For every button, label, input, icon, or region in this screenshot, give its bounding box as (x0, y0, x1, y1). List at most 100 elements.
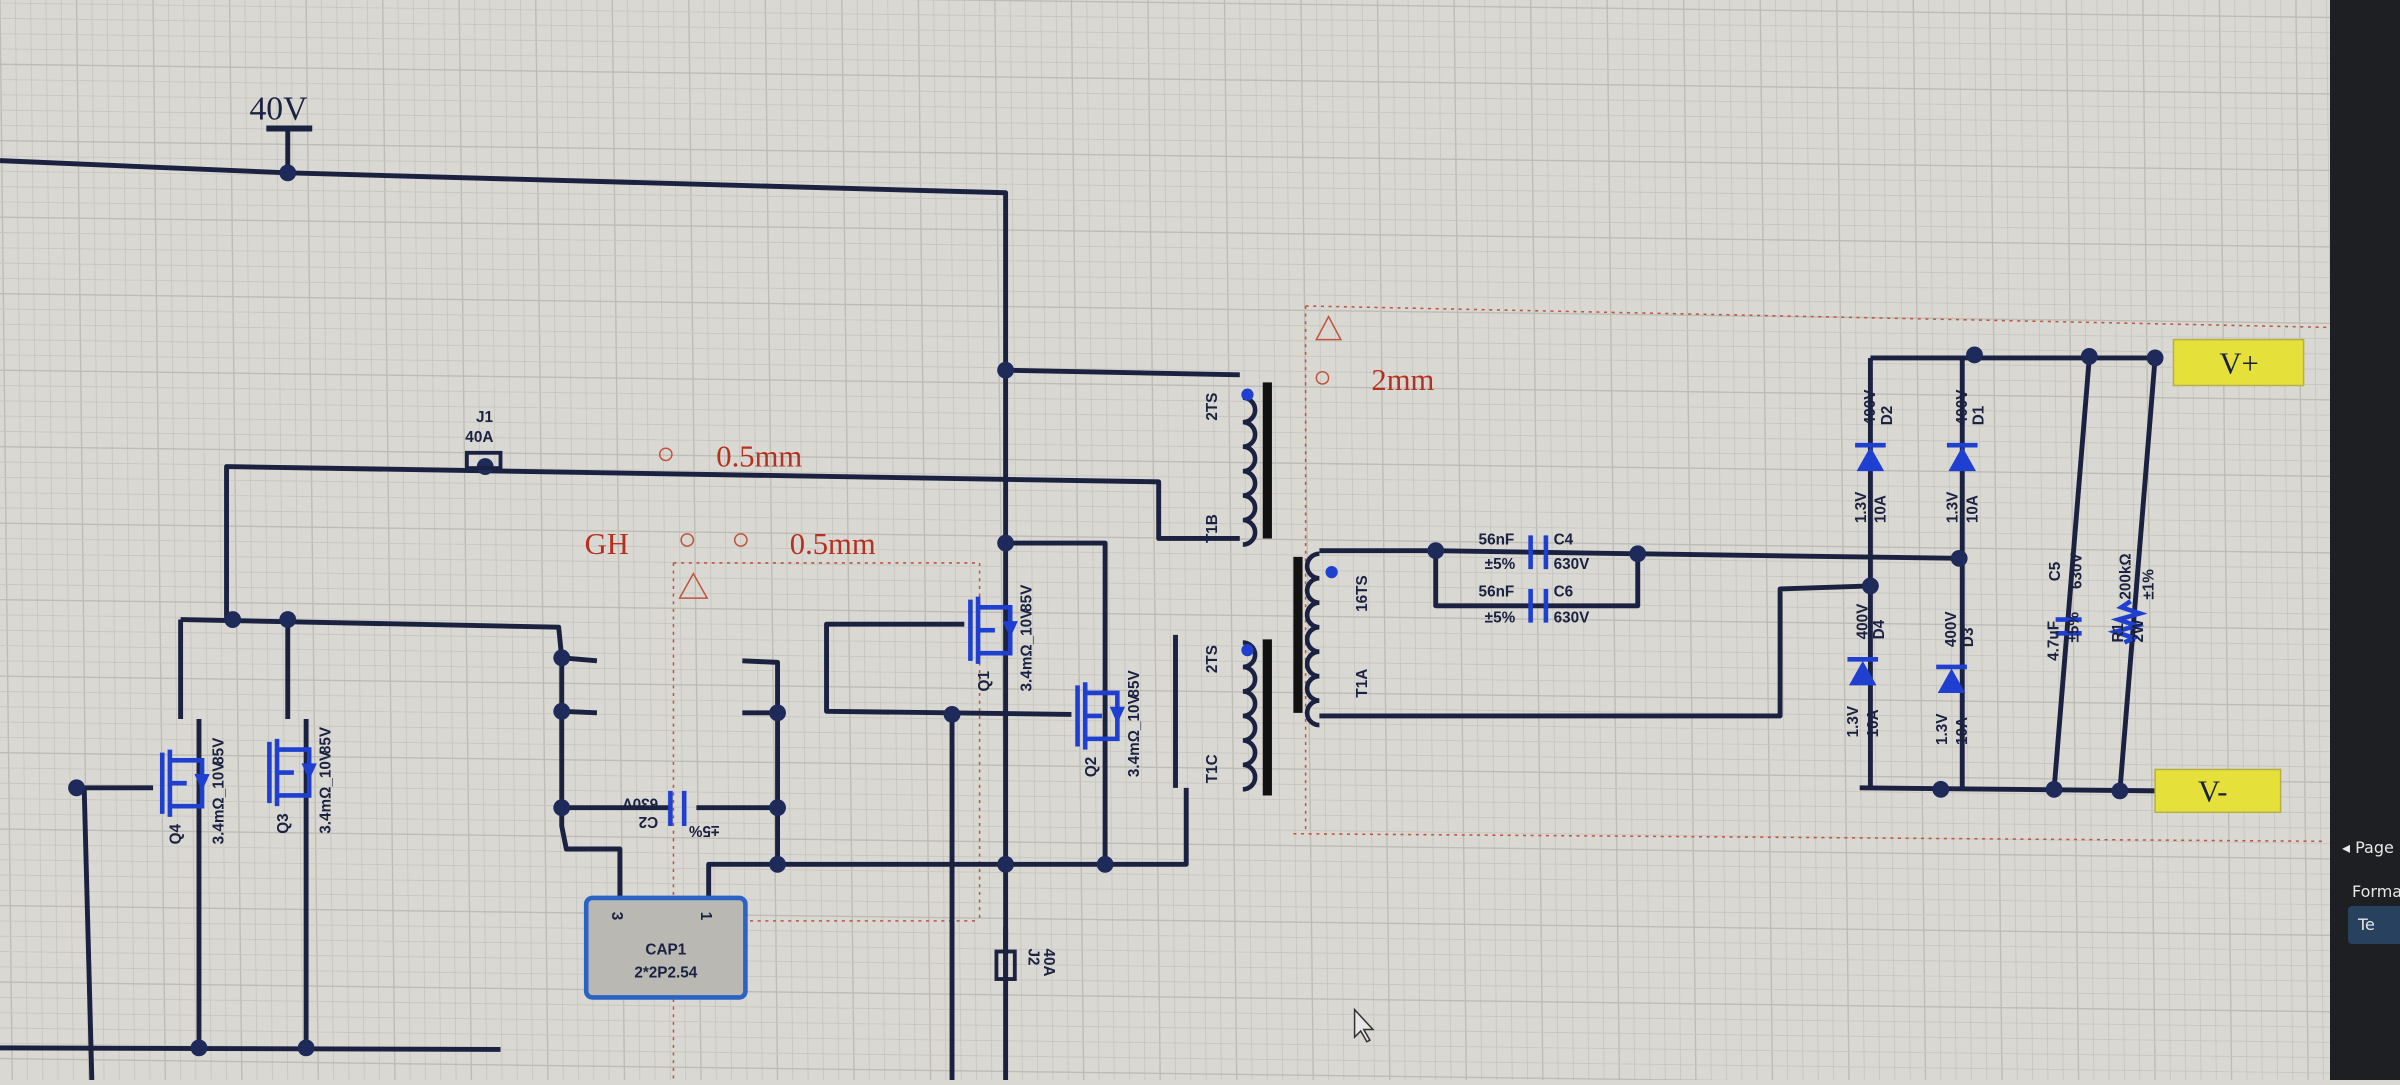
junction-dot (1861, 577, 1879, 595)
grid-line (290, 0, 304, 1081)
wire[interactable] (1859, 355, 2159, 794)
grid-line (0, 140, 2400, 173)
grid-line (0, 782, 2400, 815)
diode-ref: D4 (1871, 619, 1888, 639)
wire[interactable] (0, 1045, 501, 1052)
grid-line (1851, 0, 1865, 1081)
wire[interactable] (224, 464, 1240, 620)
grid-line (275, 0, 289, 1081)
junction-dot (553, 702, 571, 720)
diode-vf: 1.3V (1934, 713, 1951, 745)
junction-dot (769, 704, 786, 722)
grid-line (0, 843, 2400, 876)
junction-dot (1427, 542, 1445, 560)
capacitor-c2[interactable]: 630V ±5% C2 (622, 790, 720, 839)
junction-dot (943, 705, 961, 723)
capacitor-c5[interactable]: 4.7uF ±5% C5 630V (2046, 552, 2086, 660)
grid-line (2218, 0, 2233, 1081)
grid-line (1239, 0, 1253, 1081)
wire[interactable] (1319, 548, 1960, 561)
grid-line (0, 614, 2400, 647)
grid-line (1545, 0, 1559, 1081)
port-vminus[interactable]: V- (2154, 768, 2282, 814)
grid-line (0, 721, 2400, 754)
wire[interactable] (1433, 550, 1641, 609)
cap-module-cap1[interactable]: 3 1 CAP1 2*2P2.54 (583, 895, 748, 1000)
grid-line (504, 0, 518, 1081)
capacitor-c6[interactable]: 56nF ±5% C6 630V (1479, 584, 1591, 627)
grid-line (1086, 0, 1100, 1081)
capacitor-c4[interactable]: 56nF ±5% C4 630V (1479, 532, 1591, 573)
capacitor-ref: C5 (2047, 561, 2064, 581)
port-vplus[interactable]: V+ (2172, 338, 2305, 387)
grid-line (0, 216, 2400, 249)
page-section-toggle[interactable]: ◂ Page (2342, 838, 2394, 857)
wire[interactable] (76, 785, 154, 1081)
text-format-button[interactable]: Te (2348, 906, 2400, 944)
pin-label: 1 (697, 912, 714, 921)
grid-line (0, 706, 2400, 738)
net-label-gh: GH (585, 527, 629, 561)
grid-line (1560, 0, 1574, 1081)
wire[interactable] (178, 619, 309, 1048)
junction-dot (997, 534, 1015, 552)
wire[interactable] (180, 617, 623, 898)
grid-line (2295, 0, 2309, 1081)
diode-if: 10A (1865, 709, 1882, 737)
wire[interactable] (561, 655, 598, 716)
grid-line (1652, 0, 1666, 1081)
module-body (583, 895, 748, 1000)
transformer-t1[interactable]: 2TS T1B 2TS T1C 16TS T1A (1204, 382, 1371, 796)
resistor-r1[interactable]: R1 2W 200kΩ ±1% (2107, 553, 2158, 645)
junction-dot (2111, 782, 2129, 800)
wires[interactable] (0, 125, 2159, 1081)
grid-line (0, 94, 2400, 126)
grid-line (535, 0, 549, 1081)
polarity-dot-icon (1325, 566, 1338, 579)
grid-line (0, 262, 2400, 295)
grid-line (0, 400, 2400, 432)
wire[interactable] (1319, 583, 1871, 719)
grid-line (0, 874, 2400, 907)
wire[interactable] (2051, 357, 2158, 792)
port-label: V+ (2219, 346, 2258, 380)
grid-line (979, 0, 993, 1081)
wire[interactable] (1867, 357, 1965, 790)
grid-line (0, 966, 2400, 998)
connector-rating: 40A (465, 429, 493, 446)
wire[interactable] (824, 621, 1072, 1080)
grid-line (1713, 0, 1727, 1081)
grid-line (0, 186, 2400, 218)
grid-line (2081, 0, 2095, 1081)
grid-line (0, 828, 2400, 861)
wire[interactable] (706, 634, 1189, 898)
wire[interactable] (1005, 540, 1108, 865)
grid-line (2035, 0, 2049, 1081)
grid-line (1055, 0, 1069, 1081)
winding-turns: 2TS (1204, 645, 1221, 673)
mouse-cursor-icon (1353, 1007, 1375, 1043)
grid-line (2142, 0, 2156, 1081)
connector-j1[interactable]: J1 40A (464, 409, 503, 471)
mosfet-vds: 85V (318, 726, 335, 754)
wire[interactable] (1005, 367, 1240, 378)
grid-line (1943, 0, 1957, 1081)
module-ref: CAP1 (645, 942, 686, 959)
grid-line (1928, 0, 1942, 1081)
resistor-tolerance: ±1% (2141, 569, 2158, 600)
grid-line (1514, 0, 1529, 1081)
wire[interactable] (0, 158, 1009, 1080)
grid-line (1974, 0, 1988, 1081)
